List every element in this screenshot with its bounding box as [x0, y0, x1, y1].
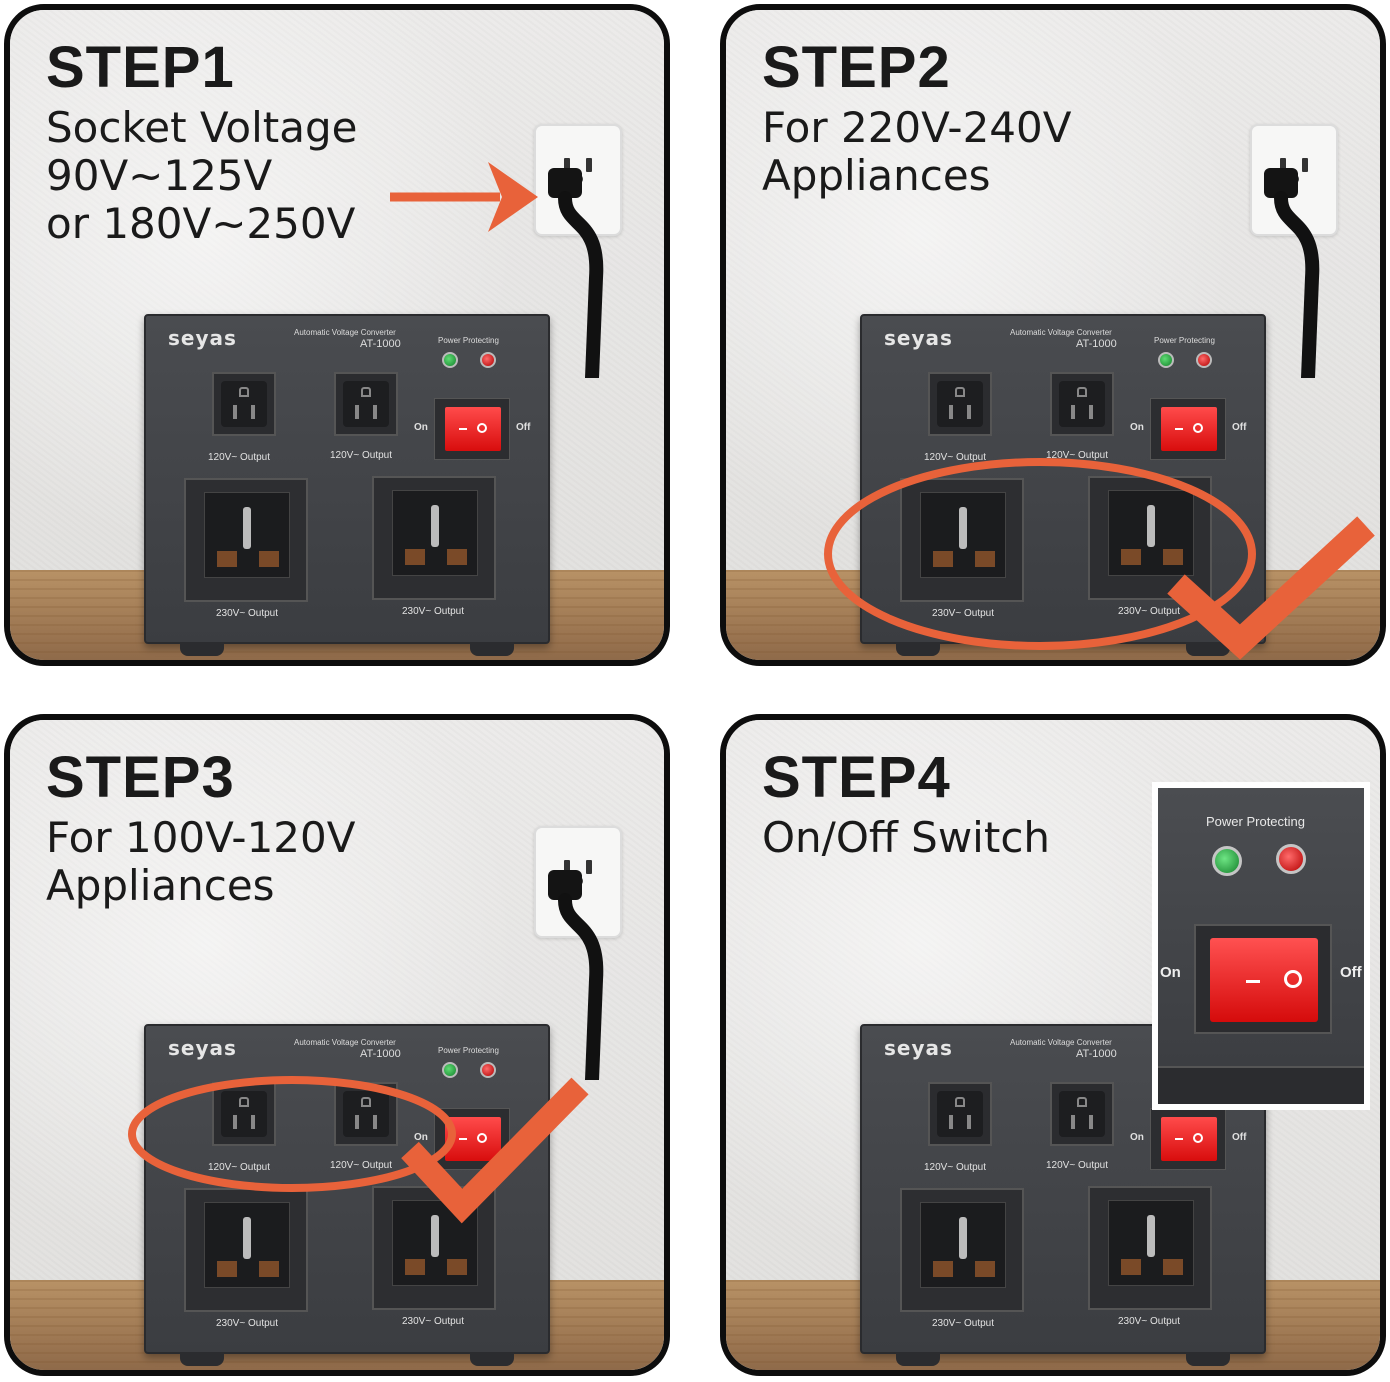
universal-output-label: 230V~ Output	[1118, 1316, 1180, 1327]
us-outlet-icon	[334, 1082, 398, 1146]
brand-logo: seyas	[884, 1036, 953, 1060]
switch-off-label: Off	[1232, 422, 1247, 433]
model-number: AT-1000	[360, 1048, 401, 1060]
model-number: AT-1000	[360, 338, 401, 350]
step-description: For 220V-240V Appliances	[762, 103, 1072, 200]
model-name: Automatic Voltage Converter	[1010, 1038, 1112, 1047]
power-led-icon	[1158, 352, 1174, 368]
us-output-label: 120V~ Output	[330, 1160, 392, 1171]
step-title: STEP1	[46, 35, 235, 100]
step-description: For 100V-120V Appliances	[46, 813, 356, 910]
universal-output-label: 230V~ Output	[932, 608, 994, 619]
power-switch-zoomed	[1194, 924, 1332, 1034]
model-name: Automatic Voltage Converter	[294, 1038, 396, 1047]
protecting-led-icon	[480, 1062, 496, 1078]
us-outlet-icon	[928, 372, 992, 436]
us-output-label: 120V~ Output	[1046, 1160, 1108, 1171]
universal-outlet-icon	[372, 1186, 496, 1310]
universal-outlet-icon	[900, 1188, 1024, 1312]
led-labels: Power Protecting	[1154, 336, 1215, 345]
switch-on-label: On	[414, 1132, 428, 1143]
power-switch	[1150, 398, 1226, 460]
us-outlet-icon	[1050, 1082, 1114, 1146]
us-outlet-icon	[1050, 372, 1114, 436]
power-led-icon	[1212, 846, 1242, 876]
protecting-led-icon	[1276, 844, 1306, 874]
universal-outlet-icon	[900, 478, 1024, 602]
power-switch	[434, 398, 510, 460]
step-title: STEP4	[762, 745, 951, 810]
us-output-label: 120V~ Output	[1046, 450, 1108, 461]
switch-off-label: Off	[516, 422, 531, 433]
power-cord	[548, 870, 604, 1080]
inset-off-label: Off	[1340, 964, 1362, 981]
step-description: On/Off Switch	[762, 813, 1051, 862]
universal-outlet-icon	[184, 478, 308, 602]
brand-logo: seyas	[168, 1036, 237, 1060]
step-title: STEP2	[762, 35, 951, 100]
universal-output-label: 230V~ Output	[216, 608, 278, 619]
power-switch	[1150, 1108, 1226, 1170]
step1-panel: seyas Automatic Voltage Converter AT-100…	[4, 4, 670, 666]
switch-on-label: On	[1130, 422, 1144, 433]
protecting-led-icon	[480, 352, 496, 368]
led-labels: Power Protecting	[438, 336, 499, 345]
power-led-icon	[442, 1062, 458, 1078]
step-title: STEP3	[46, 745, 235, 810]
model-number: AT-1000	[1076, 338, 1117, 350]
universal-output-label: 230V~ Output	[1118, 606, 1180, 617]
step3-panel: seyas Automatic Voltage Converter AT-100…	[4, 714, 670, 1376]
universal-output-label: 230V~ Output	[402, 1316, 464, 1327]
model-name: Automatic Voltage Converter	[294, 328, 396, 337]
us-output-label: 120V~ Output	[208, 1162, 270, 1173]
universal-output-label: 230V~ Output	[932, 1318, 994, 1329]
us-output-label: 120V~ Output	[924, 1162, 986, 1173]
us-output-label: 120V~ Output	[330, 450, 392, 461]
universal-outlet-icon	[184, 1188, 308, 1312]
model-name: Automatic Voltage Converter	[1010, 328, 1112, 337]
switch-off-label: Off	[516, 1132, 531, 1143]
led-labels: Power Protecting	[438, 1046, 499, 1055]
us-output-label: 120V~ Output	[924, 452, 986, 463]
universal-outlet-icon	[1088, 1186, 1212, 1310]
inset-led-labels: Power Protecting	[1206, 814, 1305, 829]
universal-output-label: 230V~ Output	[216, 1318, 278, 1329]
us-outlet-icon	[212, 372, 276, 436]
inset-on-label: On	[1160, 964, 1181, 981]
voltage-converter: seyas Automatic Voltage Converter AT-100…	[144, 1024, 550, 1366]
switch-on-label: On	[1130, 1132, 1144, 1143]
universal-output-label: 230V~ Output	[402, 606, 464, 617]
us-outlet-icon	[334, 372, 398, 436]
voltage-converter: seyas Automatic Voltage Converter AT-100…	[860, 314, 1266, 656]
step-description: Socket Voltage 90V~125V or 180V~250V	[46, 103, 358, 248]
us-output-label: 120V~ Output	[208, 452, 270, 463]
brand-logo: seyas	[168, 326, 237, 350]
switch-off-label: Off	[1232, 1132, 1247, 1143]
brand-logo: seyas	[884, 326, 953, 350]
universal-outlet-icon	[1088, 476, 1212, 600]
power-switch	[434, 1108, 510, 1170]
step4-panel: seyas Automatic Voltage Converter AT-100…	[720, 714, 1386, 1376]
step2-panel: seyas Automatic Voltage Converter AT-100…	[720, 4, 1386, 666]
switch-on-label: On	[414, 422, 428, 433]
us-outlet-icon	[212, 1082, 276, 1146]
power-led-icon	[442, 352, 458, 368]
power-cord	[1264, 168, 1320, 378]
universal-outlet-icon	[372, 476, 496, 600]
us-outlet-icon	[928, 1082, 992, 1146]
power-cord	[548, 168, 604, 378]
voltage-converter: seyas Automatic Voltage Converter AT-100…	[144, 314, 550, 656]
model-number: AT-1000	[1076, 1048, 1117, 1060]
protecting-led-icon	[1196, 352, 1212, 368]
switch-zoom-inset: Power Protecting On Off	[1152, 782, 1370, 1110]
